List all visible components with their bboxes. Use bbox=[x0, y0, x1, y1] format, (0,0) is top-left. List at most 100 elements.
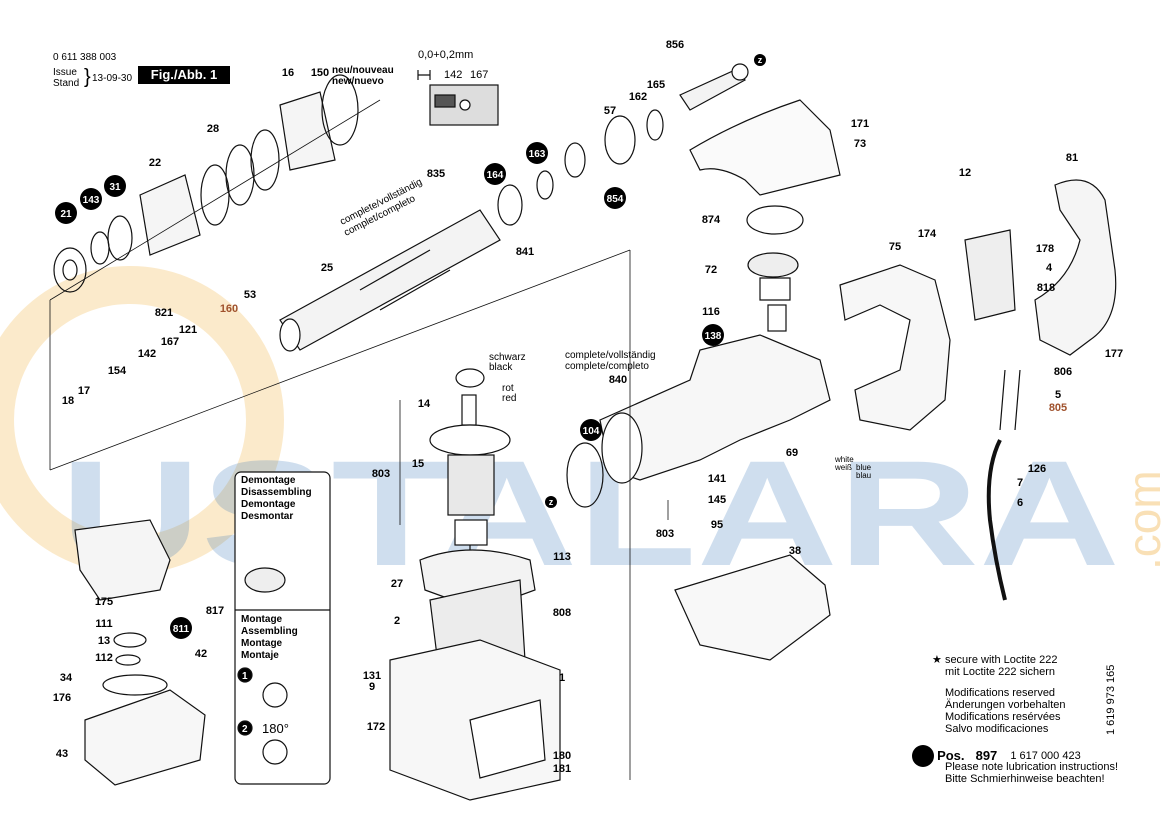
callout-131: 131 bbox=[363, 670, 381, 682]
cover-38 bbox=[674, 554, 831, 661]
instruction-box bbox=[234, 471, 331, 785]
callout-145: 145 bbox=[708, 494, 726, 506]
callout-172: 172 bbox=[367, 721, 385, 733]
z-markers: z z bbox=[545, 54, 766, 508]
cover-73 bbox=[689, 99, 841, 196]
callout-18: 18 bbox=[62, 395, 74, 407]
watermark-suffix: .com bbox=[1118, 470, 1169, 570]
callout-28: 28 bbox=[207, 123, 219, 135]
callout-42: 42 bbox=[195, 648, 207, 660]
callout-2: 2 bbox=[394, 615, 400, 627]
callout-116: 116 bbox=[702, 306, 720, 318]
star-icon: ★ bbox=[932, 654, 942, 666]
svg-text:z: z bbox=[549, 497, 554, 507]
callout-162: 162 bbox=[629, 91, 647, 103]
callout-174: 174 bbox=[918, 228, 937, 240]
modifications-es: Salvo modificaciones bbox=[945, 723, 1049, 735]
front-parts bbox=[53, 74, 359, 293]
lubrication-block: Pos. 897 1 617 000 423 bbox=[912, 745, 1081, 767]
callout-95: 95 bbox=[711, 519, 723, 531]
loctite-note: ★ secure with Loctite 222 mit Loctite 22… bbox=[932, 654, 1057, 678]
tolerance-label-142: 142 bbox=[444, 69, 462, 81]
callout-178: 178 bbox=[1036, 243, 1054, 255]
callout-143: 143 bbox=[83, 195, 100, 206]
lubrication-de: Bitte Schmierhinweise beachten! bbox=[945, 773, 1105, 785]
base-housing-43 bbox=[84, 689, 206, 786]
callout-15: 15 bbox=[412, 458, 424, 470]
assembly-text: neu/nouveau new/nuevo complete/vollständ… bbox=[332, 65, 872, 480]
callout-121: 121 bbox=[179, 324, 197, 336]
label-complete-mid-1: complete/vollständig bbox=[565, 350, 656, 361]
callout-12: 12 bbox=[959, 167, 971, 179]
callout-181: 181 bbox=[553, 763, 571, 775]
gear-parts bbox=[746, 205, 804, 332]
label-blue: blue bbox=[856, 463, 872, 472]
callout-803: 803 bbox=[372, 468, 390, 480]
callout-821: 821 bbox=[155, 307, 173, 319]
callout-180: 180 bbox=[553, 750, 571, 762]
callout-805: 805 bbox=[1049, 402, 1067, 414]
stand-label: Stand bbox=[53, 78, 80, 89]
callout-150: 150 bbox=[311, 67, 329, 79]
callout-1: 1 bbox=[559, 672, 565, 684]
callout-874: 874 bbox=[702, 214, 721, 226]
cable-6 bbox=[986, 439, 1007, 601]
montage-es: Montaje bbox=[241, 650, 279, 661]
modifications-note: Modifications reserved Änderungen vorbeh… bbox=[945, 687, 1065, 735]
figure-label: Fig./Abb. 1 bbox=[138, 66, 230, 84]
motor-housing bbox=[389, 549, 561, 801]
callout-163: 163 bbox=[529, 149, 546, 160]
demontage-de: Demontage bbox=[241, 475, 296, 486]
callout-160: 160 bbox=[220, 303, 238, 315]
callout-840: 840 bbox=[609, 374, 627, 386]
callout-73: 73 bbox=[854, 138, 866, 150]
callout-177: 177 bbox=[1105, 348, 1123, 360]
label-blau: blau bbox=[856, 471, 871, 480]
callout-811: 811 bbox=[173, 624, 190, 635]
label-white: white bbox=[834, 455, 854, 464]
issue-date: 13-09-30 bbox=[92, 73, 133, 84]
label-weiss: weiß bbox=[834, 463, 852, 472]
demontage-fr: Demontage bbox=[241, 499, 296, 510]
callout-164: 164 bbox=[487, 170, 504, 181]
pos-label: Pos. bbox=[937, 748, 965, 763]
callout-176: 176 bbox=[53, 692, 71, 704]
callout-111: 111 bbox=[95, 618, 112, 630]
callout-141: 141 bbox=[708, 473, 726, 485]
leader-lines bbox=[49, 99, 669, 780]
svg-text:z: z bbox=[758, 55, 763, 65]
plain-callouts: 16 150 28 22 835 856 165 162 57 171 73 8… bbox=[53, 39, 1123, 775]
callout-167: 167 bbox=[161, 336, 179, 348]
callout-13: 13 bbox=[98, 635, 110, 647]
callout-5: 5 bbox=[1055, 389, 1061, 401]
callout-171: 171 bbox=[851, 118, 869, 130]
callout-6: 6 bbox=[1017, 497, 1023, 509]
callout-142: 142 bbox=[138, 348, 156, 360]
callout-9: 9 bbox=[369, 681, 375, 693]
callout-17: 17 bbox=[78, 385, 90, 397]
label-complete-mid-2: complete/completo bbox=[565, 361, 649, 372]
black-circle-callouts: 21 143 31 164 163 854 104 138 811 bbox=[55, 142, 724, 639]
tolerance-value: 0,0+0,2mm bbox=[418, 49, 473, 61]
callout-31: 31 bbox=[109, 182, 121, 193]
label-neu-nouveau: neu/nouveau bbox=[332, 65, 394, 76]
instruction-step-2: 2 bbox=[242, 724, 248, 735]
brush-plate bbox=[74, 519, 171, 601]
lubrication-en: Please note lubrication instructions! bbox=[945, 761, 1119, 773]
spindle-assembly bbox=[279, 63, 749, 352]
lubrication-note: Please note lubrication instructions! Bi… bbox=[945, 761, 1118, 785]
callout-112: 112 bbox=[95, 652, 113, 664]
switch-178 bbox=[964, 229, 1016, 321]
grease-dot-icon bbox=[912, 745, 934, 767]
lubricant-number: 1 617 000 423 bbox=[1010, 750, 1081, 762]
callout-38: 38 bbox=[789, 545, 801, 557]
callout-841: 841 bbox=[516, 246, 534, 258]
modifications-en: Modifications reserved bbox=[945, 687, 1056, 699]
callout-69: 69 bbox=[786, 447, 798, 459]
montage-fr: Montage bbox=[241, 638, 283, 649]
callout-72: 72 bbox=[705, 264, 717, 276]
rotation-label: 180° bbox=[262, 721, 289, 736]
label-schwarz: schwarz bbox=[489, 352, 526, 363]
montage-block: Montage Assembling Montage Montaje bbox=[241, 614, 298, 662]
